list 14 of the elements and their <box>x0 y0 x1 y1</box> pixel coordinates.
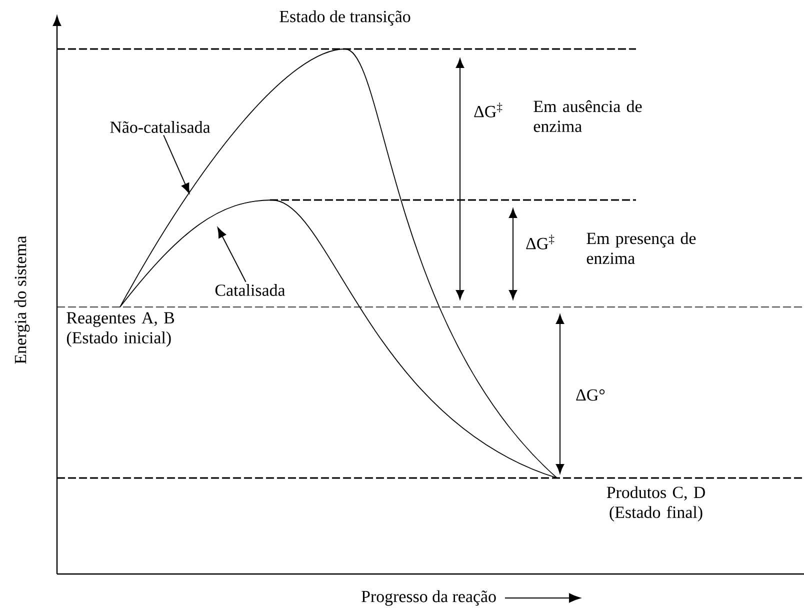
delta-symbol: ΔG$^{‡}$ <box>474 102 502 118</box>
delta-symbol: ΔG$^{‡}$ <box>526 234 554 250</box>
leader-arrow <box>163 134 190 194</box>
axis-title: Progresso da reação <box>362 590 496 606</box>
state-label: Reagentes A, B (Estado inicial) <box>66 312 174 347</box>
axis-title: Energia do sistema <box>14 236 30 364</box>
curve-label: Catalisada <box>215 284 286 296</box>
state-label: Produtos C, D (Estado final) <box>606 486 705 522</box>
curve-label: Não-catalisada <box>110 121 210 133</box>
axis-title: Estado de transição <box>280 10 410 26</box>
leader-arrow <box>217 227 246 282</box>
annotation: Em presença de enzima <box>586 232 696 264</box>
delta-symbol: ΔG° <box>576 389 605 401</box>
annotation: Em ausência de enzima <box>534 100 642 132</box>
